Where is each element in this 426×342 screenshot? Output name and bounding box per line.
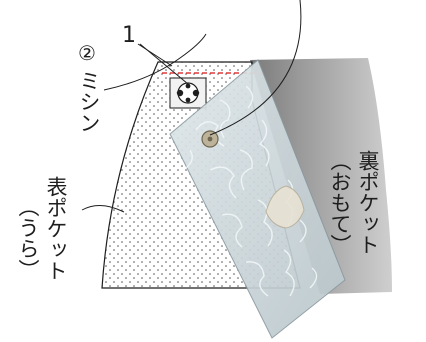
svg-text:表ポケット: 表ポケット	[44, 176, 68, 281]
svg-text:（うら）: （うら）	[16, 196, 40, 280]
leader-line-front-pocket	[81, 205, 125, 213]
leader-line-1a	[137, 43, 173, 67]
label-step-number: ②	[78, 41, 96, 65]
back-pocket-shape	[250, 58, 392, 294]
label-front-pocket: 表ポケット （うら）	[16, 176, 68, 281]
svg-text:裏ポケット: 裏ポケット	[356, 150, 380, 255]
label-step-text: ミシン	[77, 70, 101, 133]
leader-line-top	[209, 0, 302, 136]
svg-text:（おもて）: （おもて）	[328, 150, 352, 255]
leader-line-1b	[139, 43, 189, 85]
shell-icon	[265, 185, 305, 229]
label-back-pocket: 裏ポケット （おもて）	[328, 150, 380, 255]
mesh-pocket-panel	[169, 59, 346, 339]
snap-button-icon	[169, 77, 207, 109]
leader-line-stitch	[103, 33, 207, 91]
svg-text:ミシン: ミシン	[77, 70, 101, 133]
label-number-1: 1	[122, 23, 136, 48]
